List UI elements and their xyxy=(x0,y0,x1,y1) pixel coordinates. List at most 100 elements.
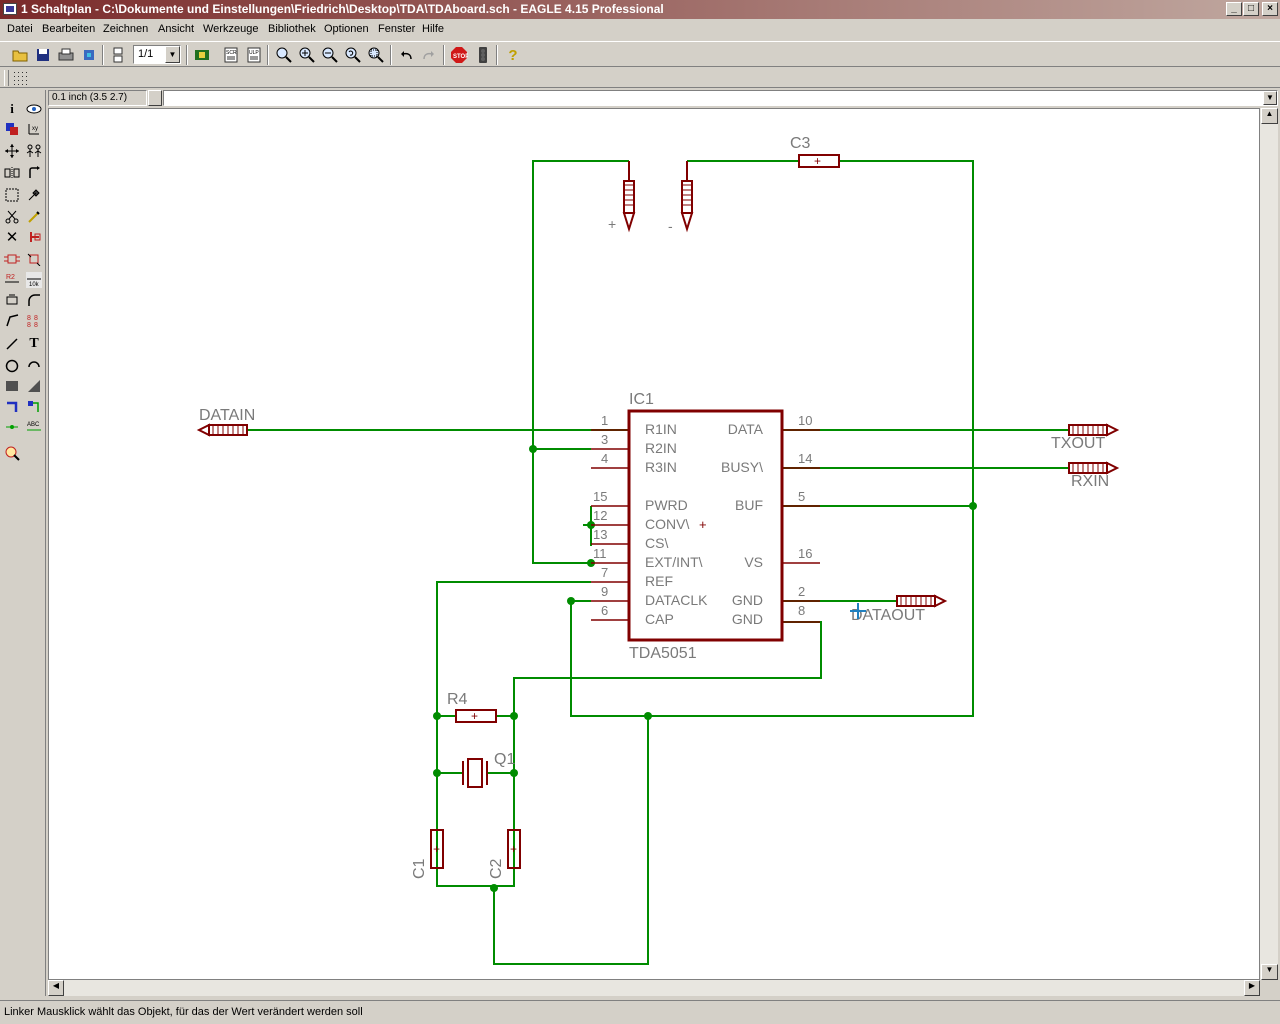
text-icon[interactable]: T xyxy=(29,336,39,351)
txout-label: TXOUT xyxy=(1051,435,1105,452)
circle-icon[interactable] xyxy=(2,356,22,376)
arc-icon[interactable] xyxy=(24,356,44,376)
coordinate-toggle-button[interactable] xyxy=(148,90,162,106)
menu-ansicht[interactable]: Ansicht xyxy=(158,23,195,35)
split-icon[interactable] xyxy=(2,310,22,330)
connector-minus[interactable]: - xyxy=(668,161,694,234)
c3-label: C3 xyxy=(790,135,811,152)
sheet-icon xyxy=(108,45,128,65)
junction-icon[interactable] xyxy=(2,417,22,437)
rotate-icon[interactable] xyxy=(24,163,44,183)
junction xyxy=(969,502,977,510)
maximize-button[interactable]: □ xyxy=(1243,2,1259,16)
delete-icon[interactable]: ✕ xyxy=(5,229,19,246)
crystal-q1[interactable]: Q1 xyxy=(462,751,515,788)
display-icon[interactable] xyxy=(2,119,22,139)
zoom-in-icon[interactable] xyxy=(297,45,317,65)
print-icon[interactable] xyxy=(56,45,76,65)
connector-txout[interactable]: TXOUT xyxy=(1051,423,1120,452)
mirror-icon[interactable] xyxy=(2,163,22,183)
schematic-canvas[interactable]: IC1 TDA5051 1 3 4 15 12 13 11 7 9 6 R1IN… xyxy=(48,108,1260,980)
capacitor-c3[interactable]: + C3 xyxy=(790,135,840,168)
value-icon[interactable]: 10k xyxy=(24,270,44,290)
erc-icon[interactable] xyxy=(2,443,22,463)
open-icon[interactable] xyxy=(10,45,30,65)
capacitor-c1[interactable]: + C1 xyxy=(411,829,444,879)
menu-werkzeuge[interactable]: Werkzeuge xyxy=(203,23,259,35)
paste-icon[interactable] xyxy=(24,207,44,227)
capacitor-c2[interactable]: + C2 xyxy=(488,829,521,879)
zoom-select-icon[interactable] xyxy=(366,45,386,65)
ic1-symbol[interactable]: IC1 TDA5051 1 3 4 15 12 13 11 7 9 6 R1IN… xyxy=(591,391,820,662)
show-icon[interactable] xyxy=(24,99,44,119)
mark-icon[interactable]: xy xyxy=(24,119,44,139)
label-icon[interactable]: ABC xyxy=(24,417,44,437)
name-icon[interactable]: R2 xyxy=(2,270,22,290)
stop-icon[interactable]: STOP xyxy=(449,45,469,65)
smash-icon[interactable] xyxy=(2,290,22,310)
minimize-button[interactable]: _ xyxy=(1226,2,1242,16)
command-input[interactable]: ▼ xyxy=(163,90,1278,106)
resistor-r4[interactable]: + R4 xyxy=(447,691,497,723)
save-icon[interactable] xyxy=(33,45,53,65)
zoom-redraw-icon[interactable] xyxy=(343,45,363,65)
copy-icon[interactable] xyxy=(24,141,44,161)
vertical-scrollbar[interactable]: ▲ ▼ xyxy=(1260,108,1278,980)
ulp-icon[interactable]: ULP xyxy=(244,45,264,65)
chevron-down-icon[interactable]: ▼ xyxy=(165,46,180,63)
pin-number: 8 xyxy=(798,603,805,618)
connector-dataout[interactable]: DATAOUT xyxy=(851,594,948,624)
cut-icon[interactable] xyxy=(2,207,22,227)
connector-plus[interactable]: + xyxy=(608,161,636,233)
connector-datain[interactable]: DATAIN xyxy=(196,407,255,437)
go-icon[interactable] xyxy=(473,45,493,65)
menu-fenster[interactable]: Fenster xyxy=(378,23,416,35)
menu-bearbeiten[interactable]: Bearbeiten xyxy=(42,23,96,35)
scroll-up-icon[interactable]: ▲ xyxy=(1261,108,1278,124)
menu-hilfe[interactable]: Hilfe xyxy=(422,23,445,35)
pinswap-icon[interactable] xyxy=(2,249,22,269)
polygon-icon[interactable] xyxy=(24,376,44,396)
zoom-fit-icon[interactable] xyxy=(274,45,294,65)
pin-name: CONV\ xyxy=(645,516,689,532)
close-button[interactable]: × xyxy=(1262,2,1278,16)
pin-name: EXT/INT\ xyxy=(645,554,703,570)
bus-icon[interactable] xyxy=(2,397,22,417)
replace-icon[interactable] xyxy=(24,249,44,269)
connector-rxin[interactable]: RXIN xyxy=(1068,461,1120,490)
svg-text:8: 8 xyxy=(34,315,38,322)
script-icon[interactable]: SCR xyxy=(221,45,241,65)
toolbar-separator xyxy=(186,45,188,65)
chevron-down-icon[interactable]: ▼ xyxy=(1263,91,1277,105)
help-icon[interactable]: ? xyxy=(508,46,518,64)
cam-icon[interactable] xyxy=(79,45,99,65)
menu-zeichnen[interactable]: Zeichnen xyxy=(103,23,149,35)
scroll-right-icon[interactable]: ▶ xyxy=(1244,980,1260,996)
sheet-select[interactable]: 1/1 ▼ xyxy=(133,45,181,64)
junction xyxy=(510,769,518,777)
move-icon[interactable] xyxy=(2,141,22,161)
scroll-down-icon[interactable]: ▼ xyxy=(1261,964,1278,980)
add-icon[interactable] xyxy=(24,227,44,247)
redo-icon[interactable] xyxy=(419,45,439,65)
grid-coordinate-display: 0.1 inch (3.5 2.7) xyxy=(48,90,147,106)
rect-icon[interactable] xyxy=(2,376,22,396)
board-icon[interactable] xyxy=(192,45,212,65)
horizontal-scrollbar[interactable]: ◀ ▶ xyxy=(48,980,1260,996)
zoom-out-icon[interactable] xyxy=(320,45,340,65)
q1-label: Q1 xyxy=(494,751,515,768)
info-icon[interactable]: i xyxy=(10,101,14,116)
scroll-left-icon[interactable]: ◀ xyxy=(48,980,64,996)
group-icon[interactable] xyxy=(2,185,22,205)
miter-icon[interactable] xyxy=(24,290,44,310)
menu-datei[interactable]: Datei xyxy=(7,23,33,35)
undo-icon[interactable] xyxy=(396,45,416,65)
wire-icon[interactable] xyxy=(2,334,22,354)
menu-bibliothek[interactable]: Bibliothek xyxy=(268,23,316,35)
menu-optionen[interactable]: Optionen xyxy=(324,23,369,35)
change-icon[interactable] xyxy=(24,185,44,205)
net-icon[interactable] xyxy=(24,397,44,417)
grid-icon[interactable] xyxy=(10,68,30,88)
